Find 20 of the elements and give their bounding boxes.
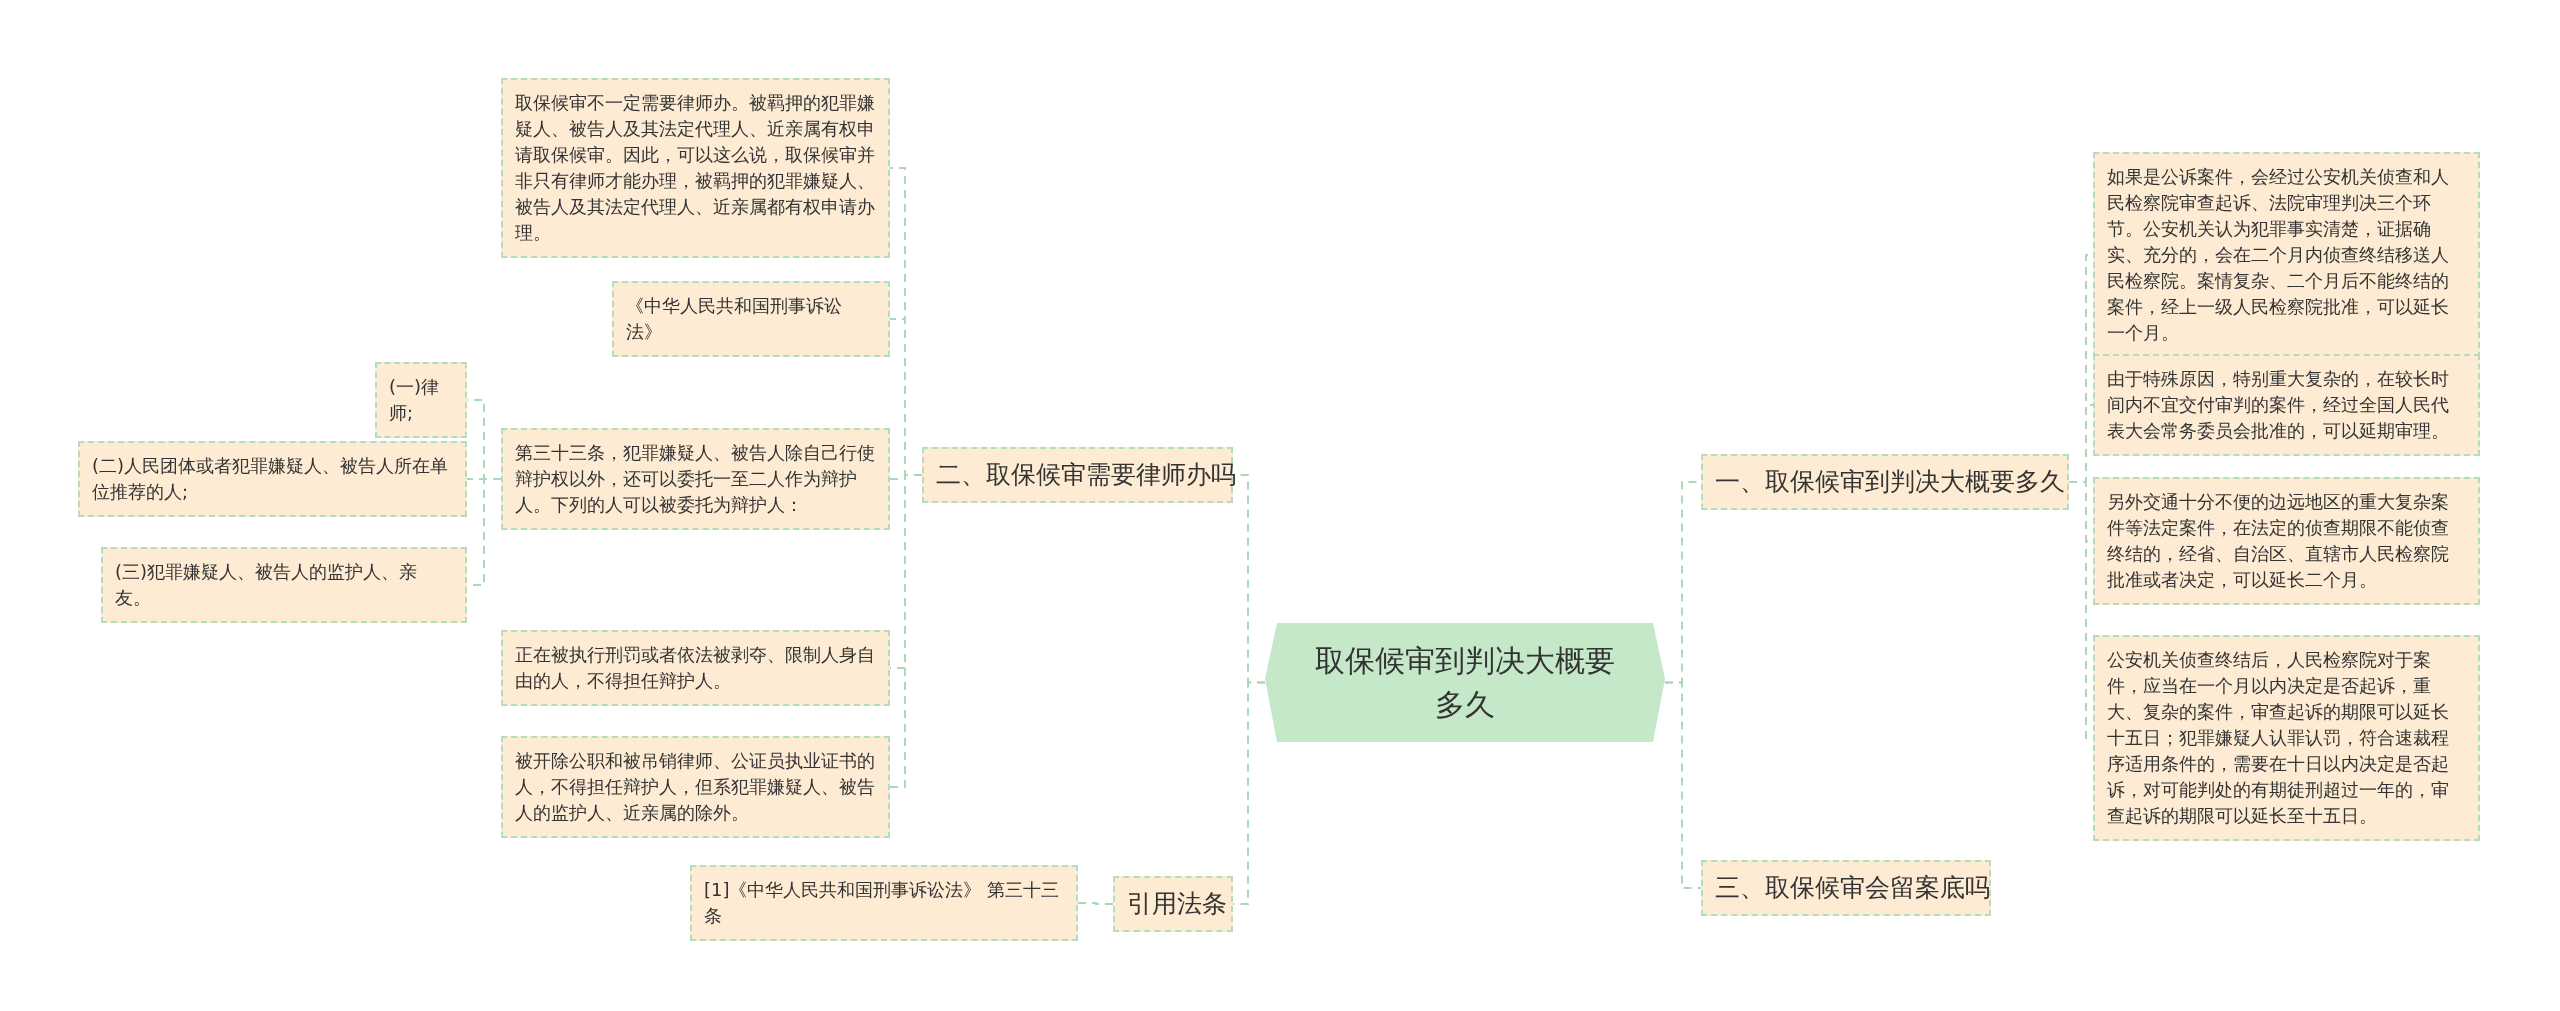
text-box: 取保候审不一定需要律师办。被羁押的犯罪嫌疑人、被告人及其法定代理人、近亲属有权申请取保候审。因此，可以这么说，取保候审并非只有律师才能办理，被羁押的犯罪嫌疑人、被告人及其法定代理人、近亲属都有权申请办理。 [501,78,890,258]
text-box: (一)律师; [375,362,467,438]
text-box: 另外交通十分不便的边远地区的重大复杂案件等法定案件，在法定的侦查期限不能侦查终结的，经省、自治区、直辖市人民检察院批准或者决定，可以延长二个月。 [2093,477,2480,605]
topic-box: 二、取保候审需要律师办吗 [922,447,1233,503]
text-box: 第三十三条，犯罪嫌疑人、被告人除自己行使辩护权以外，还可以委托一至二人作为辩护人。下列的人可以被委托为辩护人： [501,428,890,530]
central-topic: 取保候审到判决大概要多久 [1265,623,1665,742]
topic-box: 三、取保候审会留案底吗 [1701,860,1991,916]
text-box: 公安机关侦查终结后，人民检察院对于案件，应当在一个月以内决定是否起诉，重大、复杂的案件，审查起诉的期限可以延长十五日；犯罪嫌疑人认罪认罚，符合速裁程序适用条件的，需要在十日以内决定是否起诉，对可能判处的有期徒刑超过一年的，审查起诉的期限可以延长至十五日。 [2093,635,2480,841]
connector-line [1077,902,1114,905]
text-box: 正在被执行刑罚或者依法被剥夺、限制人身自由的人，不得担任辩护人。 [501,630,890,706]
text-box: [1]《中华人民共和国刑事诉讼法》 第三十三条 [690,865,1078,941]
text-box: 《中华人民共和国刑事诉讼法》 [612,281,890,357]
text-box: (三)犯罪嫌疑人、被告人的监护人、亲友。 [101,547,467,623]
text-box: (二)人民团体或者犯罪嫌疑人、被告人所在单位推荐的人; [78,441,467,517]
topic-box: 一、取保候审到判决大概要多久 [1701,454,2069,510]
text-box: 由于特殊原因，特别重大复杂的，在较长时间内不宜交付审判的案件，经过全国人民代表大会常务委员会批准的，可以延期审理。 [2093,354,2480,456]
text-box: 被开除公职和被吊销律师、公证员执业证书的人，不得担任辩护人，但系犯罪嫌疑人、被告人的监护人、近亲属的除外。 [501,736,890,838]
connector-line [1664,681,1702,889]
connector-line [889,474,923,788]
topic-box: 引用法条 [1113,876,1233,932]
